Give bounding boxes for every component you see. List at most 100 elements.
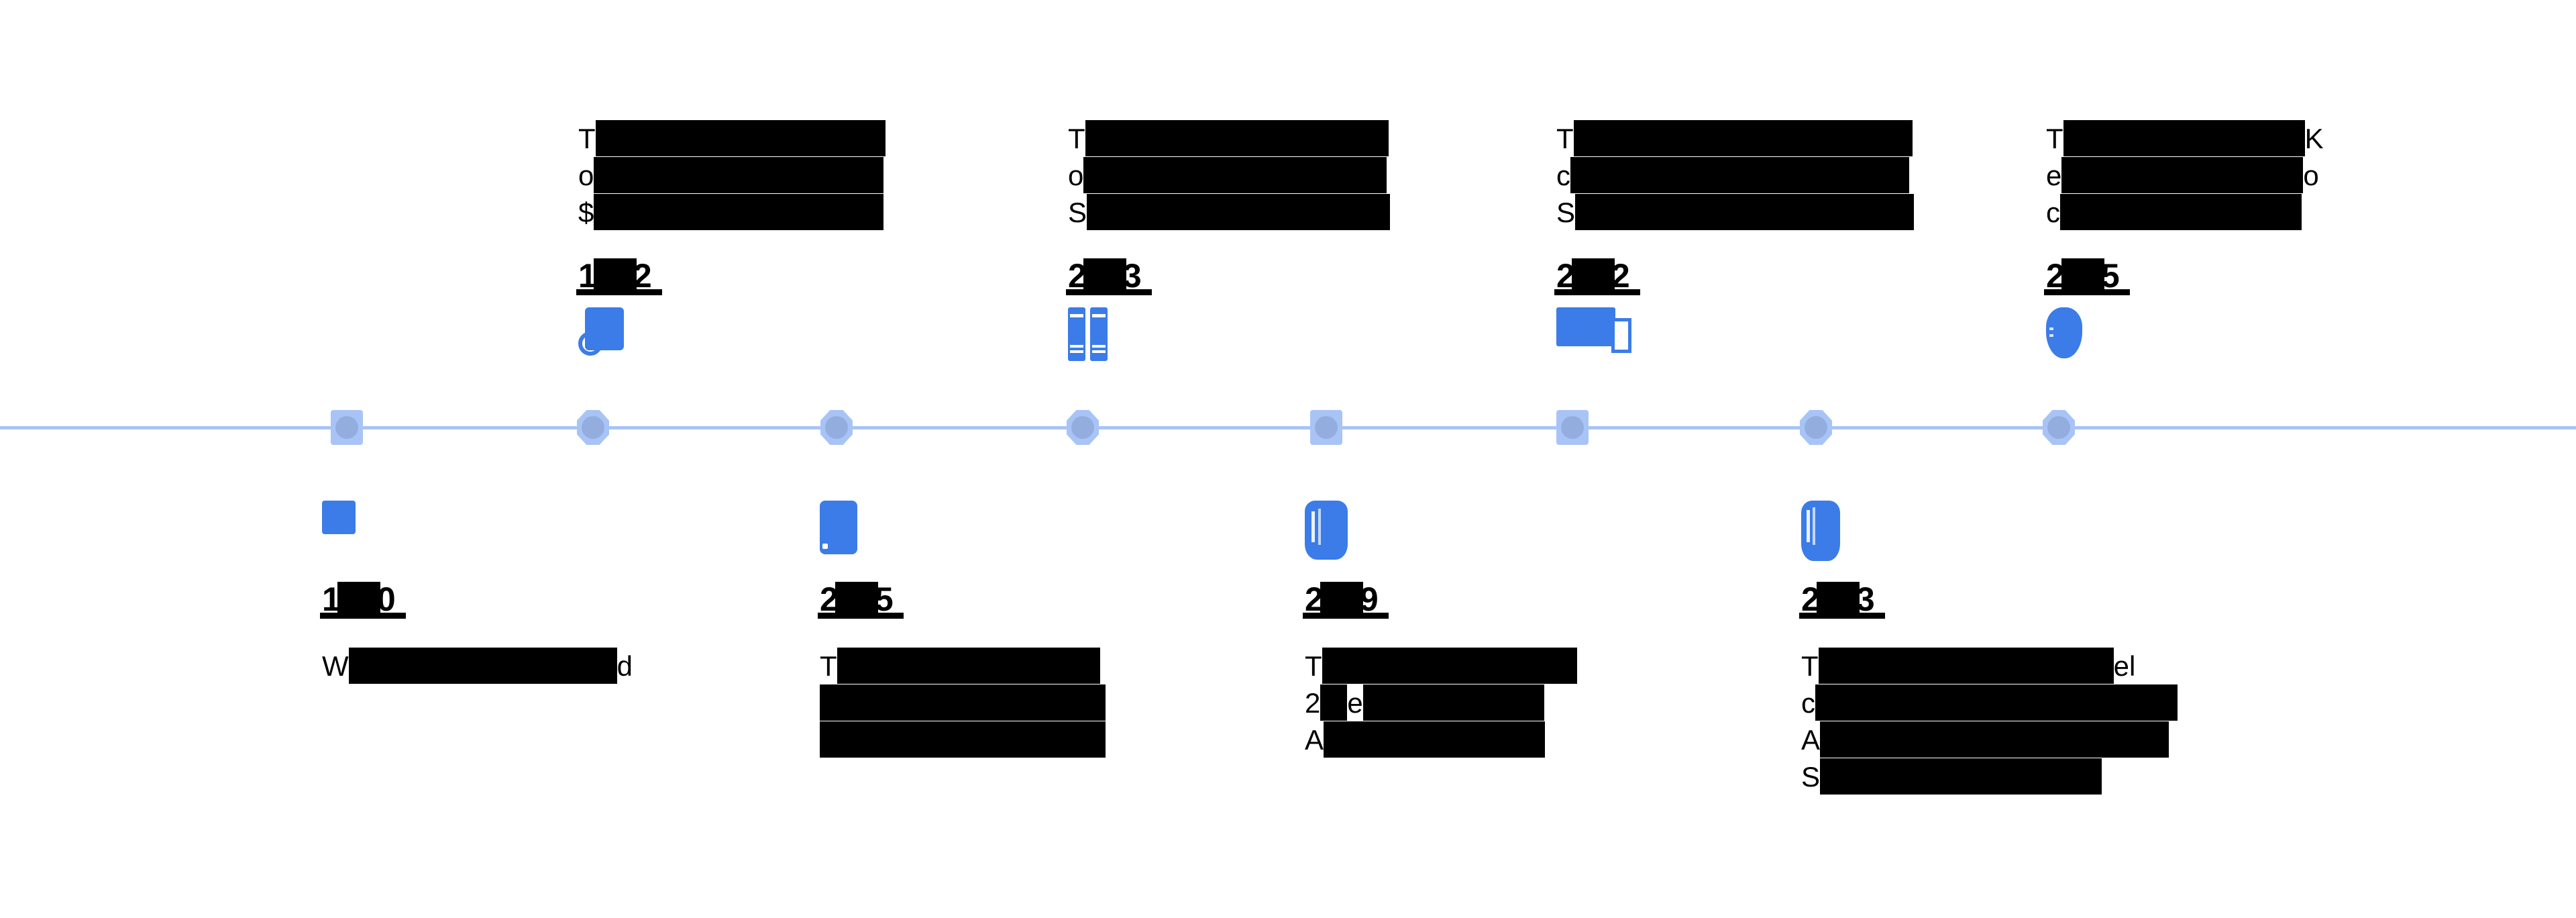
detail-line [1807, 510, 1810, 542]
milestone-text-line: T [820, 648, 1106, 684]
visible-text-fragment: o [578, 160, 594, 191]
text-redaction-bar [1324, 721, 1546, 758]
text-redaction-bar [348, 648, 617, 684]
year-last-digit: 5 [874, 580, 894, 618]
text-redaction-bar [2063, 120, 2305, 156]
book-line [1070, 350, 1083, 353]
text-redaction-bar [1818, 648, 2114, 684]
visible-text-fragment: $ [578, 197, 594, 228]
year-last-digit: 9 [1359, 580, 1379, 618]
text-redaction-bar [1320, 684, 1348, 721]
books-icon [1068, 307, 1108, 361]
timeline-node-dot [1315, 416, 1338, 439]
text-redaction-bar [1570, 157, 1909, 193]
timeline-node [1800, 410, 1832, 445]
visible-text-fragment: S [1068, 197, 1087, 228]
milestone-text-line: c [1801, 684, 2178, 721]
book-line [1092, 350, 1106, 353]
visible-text-fragment: e [2046, 160, 2062, 191]
year-underline-bar [818, 613, 904, 619]
timeline-node-dot [2047, 416, 2070, 439]
milestone-text-line: A [1305, 721, 1577, 758]
text-redaction-bar [1362, 684, 1544, 721]
timeline-node [1067, 410, 1099, 445]
milestone-text-line: S [1068, 194, 1391, 231]
year-last-digit: 3 [1856, 580, 1875, 618]
detail-dot [2049, 327, 2053, 330]
text-redaction-bar [2060, 194, 2302, 230]
milestone-text: T [820, 648, 1106, 758]
visible-text-fragment: A [1801, 724, 1821, 756]
visible-text-fragment: 2 [1305, 687, 1321, 719]
book-line [1092, 345, 1106, 348]
milestone-text-line: o [578, 157, 885, 194]
milestone-text-line: S [1556, 194, 1915, 231]
year-redaction-bar [2061, 258, 2104, 291]
milestone-text-line: A [1801, 721, 2178, 758]
text-redaction-bar [1820, 758, 2102, 795]
milestone-text-line: c [2046, 194, 2324, 231]
milestone-text-line: T [1305, 648, 1577, 684]
visible-text-fragment: c [2046, 197, 2060, 228]
timeline-node-dot [1071, 416, 1094, 439]
text-redaction-bar [1083, 157, 1387, 193]
year-underline-bar [320, 613, 406, 619]
year-redaction-bar [593, 258, 637, 291]
timeline-node-dot [1805, 416, 1827, 439]
year-underline-bar [1554, 289, 1640, 295]
year-last-digit: 2 [633, 257, 652, 295]
visible-text-fragment: c [1801, 687, 1815, 719]
visible-text-fragment: T [1068, 123, 1085, 154]
timeline-axis-line [0, 426, 2576, 429]
icon-part [322, 501, 356, 534]
visible-text-fragment: o [2303, 160, 2319, 191]
timeline-node [820, 410, 853, 445]
timeline-node-dot [825, 416, 848, 439]
year-underline-bar [576, 289, 662, 295]
year-redaction-bar [835, 582, 878, 614]
card-outline [1611, 318, 1631, 353]
text-redaction-bar [1575, 194, 1915, 230]
milestone-text-line: T [1068, 120, 1390, 157]
circle-outline [578, 332, 602, 356]
year-redaction-bar [1083, 258, 1126, 291]
text-redaction-bar [1815, 684, 2178, 721]
milestone-text-line: c [1556, 157, 1914, 194]
milestone-text-line: o [1068, 157, 1390, 194]
square-icon [322, 501, 356, 534]
book-line [1070, 345, 1083, 348]
book-line [1070, 314, 1083, 317]
text-redaction-bar [1820, 721, 2169, 758]
timeline-node [1310, 410, 1342, 445]
detail-line [1318, 509, 1321, 545]
visible-text-fragment: c [1556, 160, 1570, 191]
visible-text-fragment: o [1068, 160, 1084, 191]
visible-text-fragment: T [2046, 123, 2063, 154]
text-redaction-bar [1085, 120, 1389, 156]
bell-icon [2046, 307, 2082, 358]
milestone-text-line [820, 684, 1106, 721]
timeline-node [577, 410, 609, 445]
year-redaction-bar [1816, 582, 1860, 614]
visible-text-fragment: T [1305, 650, 1322, 682]
year-underline-bar [1066, 289, 1152, 295]
visible-text-fragment: A [1305, 724, 1324, 756]
detail-line [1813, 507, 1815, 545]
year-underline-bar [1303, 613, 1389, 619]
text-redaction-bar [1087, 194, 1391, 230]
bag-icon [1801, 501, 1840, 561]
year-redaction-bar [1320, 582, 1363, 614]
year-last-digit: 5 [2100, 257, 2120, 295]
